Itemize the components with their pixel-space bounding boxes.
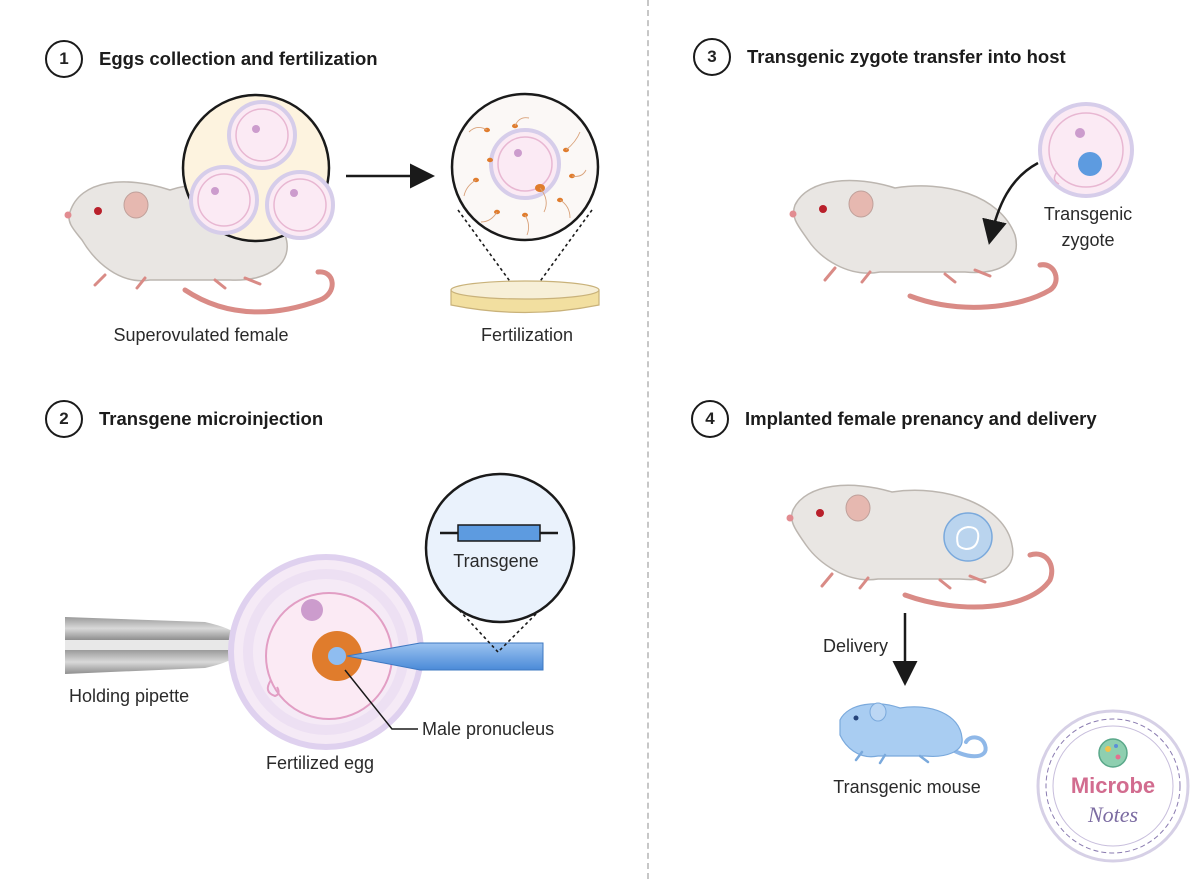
step-3-header: 3 Transgenic zygote transfer into host xyxy=(693,38,1066,76)
transgenic-zygote-icon xyxy=(1038,102,1134,198)
transgenic-zygote-label-line1: Transgenic xyxy=(1043,204,1133,224)
petri-dish xyxy=(450,280,600,314)
embryo-icon xyxy=(943,512,993,562)
host-female-mouse xyxy=(789,179,1059,310)
step-3-number: 3 xyxy=(693,38,731,76)
watermark-subtitle: Notes xyxy=(1087,802,1138,827)
step-1-title: Eggs collection and fertilization xyxy=(99,48,378,69)
zygote-transfer-arrow xyxy=(982,161,1039,245)
fertilized-egg-label: Fertilized egg xyxy=(265,753,375,773)
delivery-label: Delivery xyxy=(823,636,889,656)
step-2-header: 2 Transgene microinjection xyxy=(45,400,323,438)
holding-pipette xyxy=(65,617,240,674)
step-4-header: 4 Implanted female prenancy and delivery xyxy=(691,400,1097,438)
male-pronucleus-label: Male pronucleus xyxy=(422,719,555,739)
step-1-header: 1 Eggs collection and fertilization xyxy=(45,40,378,78)
superovulated-female-label: Superovulated female xyxy=(113,325,289,345)
step-2-number: 2 xyxy=(45,400,83,438)
step-4-number: 4 xyxy=(691,400,729,438)
step-4-title: Implanted female prenancy and delivery xyxy=(745,408,1097,429)
male-pronucleus-pointer xyxy=(344,669,418,730)
fertilization-label: Fertilization xyxy=(480,325,574,345)
watermark-title: Microbe xyxy=(1071,773,1155,798)
injection-needle xyxy=(346,642,544,671)
transgene-label: Transgene xyxy=(453,551,539,571)
fertilization-magnified-circle xyxy=(450,92,600,303)
eggs-magnified-circle xyxy=(181,93,335,243)
step-2-title: Transgene microinjection xyxy=(99,408,324,429)
step-3-title: Transgenic zygote transfer into host xyxy=(747,46,1066,67)
transgenic-mouse-label: Transgenic mouse xyxy=(833,777,981,797)
holding-pipette-label: Holding pipette xyxy=(69,686,190,706)
step-1-number: 1 xyxy=(45,40,83,78)
transgene-magnified-circle xyxy=(424,472,576,653)
microbe-notes-logo: Microbe Notes xyxy=(1036,709,1190,863)
pregnant-female-mouse xyxy=(786,484,1055,610)
transgenic-zygote-label-line2: zygote xyxy=(1061,230,1115,250)
section-divider xyxy=(647,0,649,879)
transgenic-mouse-icon xyxy=(839,702,988,765)
